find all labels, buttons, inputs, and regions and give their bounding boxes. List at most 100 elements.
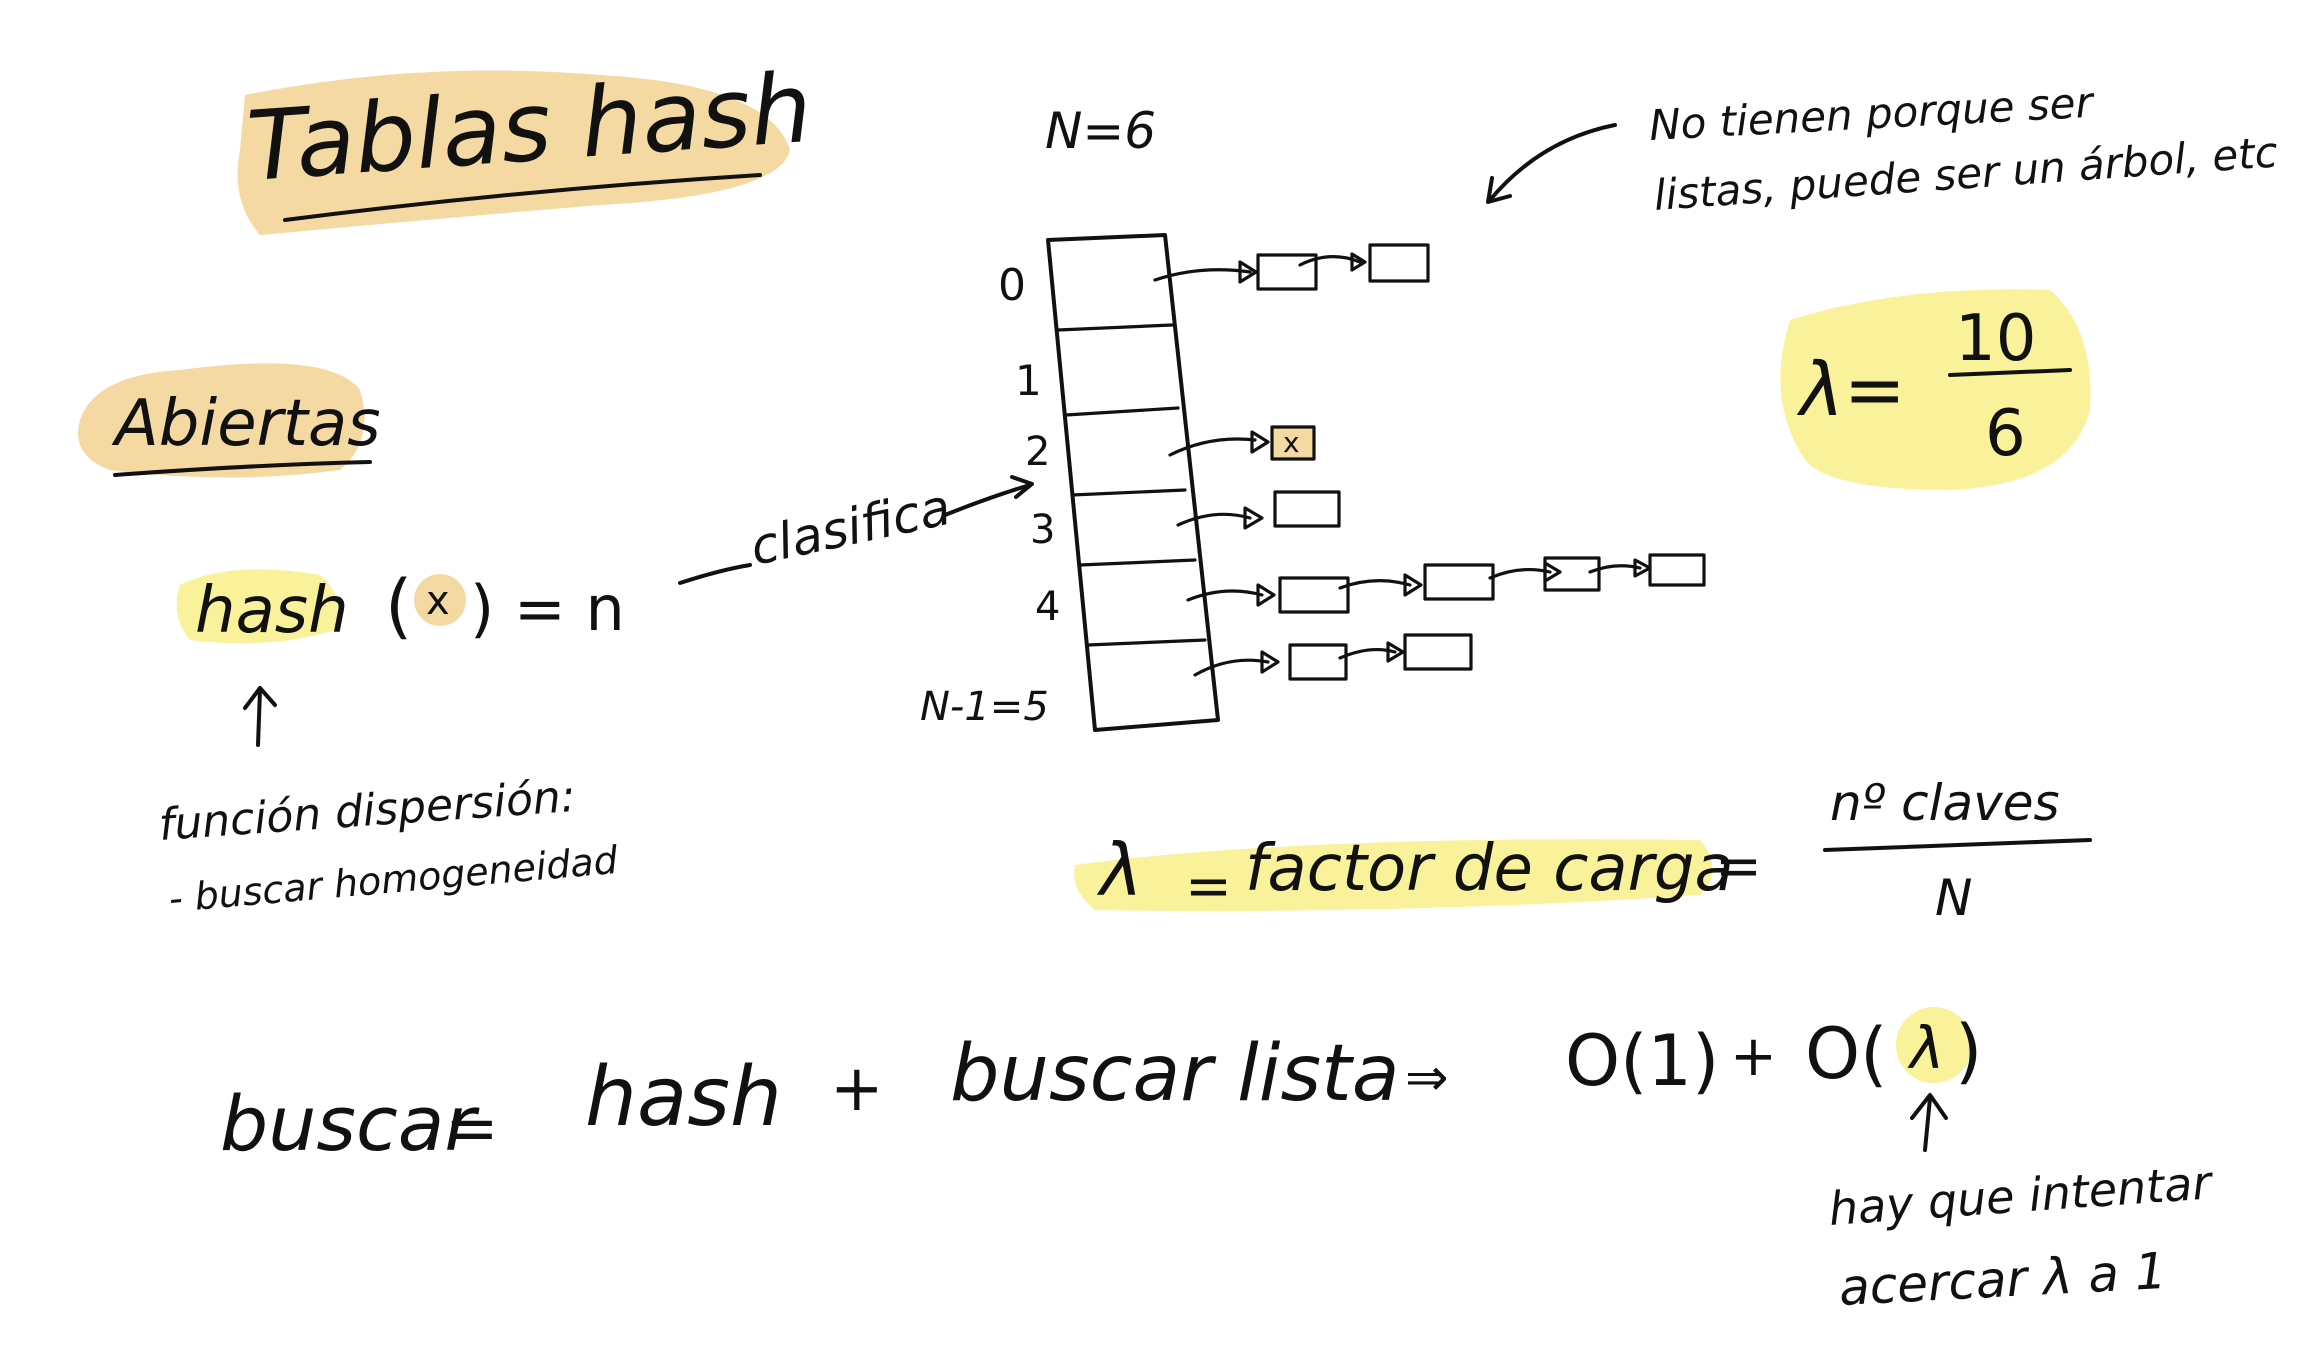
- hash-result: ) = n: [470, 572, 625, 645]
- search-equation: buscar = hash + buscar lista ⇒ O(1) + O(…: [220, 1010, 1982, 1168]
- title-underline: [283, 173, 762, 222]
- table-row-divider-2: [1064, 406, 1180, 417]
- hash-open-paren: (: [385, 565, 412, 647]
- lambda-value-denominator: 6: [1985, 397, 2026, 471]
- load-factor-denominator: N: [1935, 869, 1972, 927]
- bottom-note-line-1: hay que intentar: [1827, 1155, 2216, 1236]
- section-title: Abiertas: [111, 387, 381, 461]
- table-index-4: 4: [1035, 584, 1060, 630]
- top-note-arrow: [1488, 123, 1617, 202]
- hash-arg: x: [426, 578, 450, 624]
- table-row-divider-1: [1056, 323, 1174, 332]
- chain-arrow: [1338, 647, 1397, 660]
- search-o2-close: ): [1955, 1010, 1982, 1092]
- table-index-1: 1: [1015, 356, 1042, 405]
- load-factor-symbol: λ: [1096, 828, 1143, 912]
- classify-label: clasifica: [745, 478, 955, 577]
- search-term-list: buscar lista: [950, 1029, 1400, 1119]
- table-index-5: N-1=5: [920, 684, 1049, 730]
- hash-up-arrow: [243, 686, 277, 747]
- table-row-divider-5: [1086, 638, 1207, 647]
- highlighted-key-fill: [1272, 427, 1314, 459]
- search-plus: +: [830, 1052, 884, 1126]
- dispersion-line-2: - buscar homogeneidad: [167, 838, 620, 921]
- load-factor-highlight: [1074, 839, 1713, 911]
- x-arg-highlight: [414, 574, 466, 626]
- table-index-0: 0: [998, 260, 1026, 311]
- chain-node: [1368, 243, 1430, 283]
- hash-table: 0 1 2 3 4 N-1=5 x: [920, 233, 1706, 732]
- chain-arrowhead: [1238, 260, 1258, 284]
- chain-arrow: [1176, 512, 1252, 527]
- table-index-3: 3: [1030, 507, 1055, 553]
- chain-node: [1648, 553, 1706, 587]
- search-term-hash: hash: [585, 1050, 782, 1145]
- search-lhs: buscar: [220, 1079, 480, 1168]
- lambda-search-highlight: [1896, 1007, 1972, 1083]
- chain-arrowhead: [1256, 583, 1276, 607]
- top-note-line-1: No tienen porque ser: [1648, 78, 2097, 150]
- hash-word-highlight: [176, 569, 338, 644]
- table-index-2: 2: [1025, 429, 1050, 475]
- lambda-value-numerator: 10: [1955, 302, 2036, 376]
- section-group: Abiertas: [111, 387, 381, 477]
- search-plus2: +: [1730, 1024, 1777, 1089]
- chain-node: [1288, 643, 1348, 681]
- search-o2-lambda: λ: [1907, 1014, 1944, 1082]
- chain-node: [1273, 490, 1341, 528]
- chain-arrow: [1298, 255, 1362, 267]
- bottom-note-line-2: acercar λ a 1: [1838, 1242, 2168, 1317]
- chain-row-4: [1186, 553, 1706, 614]
- chain-arrowhead: [1250, 430, 1270, 454]
- search-eq: =: [445, 1092, 499, 1166]
- chain-arrowhead: [1260, 650, 1280, 674]
- table-outline: [1046, 233, 1220, 732]
- chain-arrowhead: [1403, 573, 1423, 597]
- title-group: Tablas hash: [244, 52, 815, 222]
- lambda-value-highlight: [1780, 289, 2091, 490]
- lambda-value-symbol: λ=: [1796, 347, 1906, 433]
- highlights: [78, 70, 2091, 1083]
- chain-node: [1403, 633, 1473, 671]
- load-factor-label: factor de carga: [1245, 832, 1734, 906]
- chain-arrow: [1168, 437, 1257, 457]
- table-row-divider-4: [1078, 558, 1197, 567]
- chain-node-highlighted: [1270, 425, 1316, 461]
- section-highlight: [78, 363, 365, 478]
- lambda-value: λ= 10 6: [1796, 302, 2072, 471]
- chain-row-3: [1176, 490, 1341, 530]
- hash-fn-label: hash: [195, 574, 349, 648]
- search-o1: O(1): [1565, 1020, 1719, 1102]
- chain-node: [1543, 556, 1601, 592]
- chain-node: [1256, 253, 1318, 291]
- table-size-label: N=6: [1045, 102, 1156, 160]
- dispersion-line-1: función dispersión:: [157, 771, 577, 851]
- chain-arrowhead: [1350, 252, 1367, 272]
- chain-arrow: [1338, 579, 1412, 590]
- dispersion-note: función dispersión: - buscar homogeneida…: [157, 771, 620, 921]
- chain-node: [1423, 563, 1495, 601]
- load-factor-eq2: =: [1715, 834, 1762, 899]
- hash-formula: hash ( x ) = n clasifica: [195, 475, 1034, 747]
- classify-arrowhead: [1010, 475, 1034, 499]
- chain-arrowhead: [1386, 641, 1405, 663]
- classify-arrow: [943, 483, 1032, 517]
- top-note-arrowhead: [1486, 176, 1512, 204]
- chain-arrowhead: [1243, 506, 1264, 530]
- chain-arrow: [1193, 658, 1270, 677]
- search-implies: ⇒: [1405, 1048, 1449, 1108]
- lambda-value-bar: [1948, 368, 2072, 377]
- table-row-divider-3: [1070, 488, 1187, 497]
- load-factor-eq: =: [1185, 854, 1232, 919]
- classify-line: [678, 563, 752, 585]
- top-note: No tienen porque ser listas, puede ser u…: [1486, 78, 2279, 220]
- load-factor-numerator: nº claves: [1830, 774, 2060, 832]
- load-factor: λ = factor de carga = nº claves N: [1096, 774, 2092, 927]
- bottom-note: hay que intentar acercar λ a 1: [1827, 1155, 2216, 1317]
- lambda-up-arrow: [1910, 1093, 1948, 1152]
- chain-node: [1278, 576, 1350, 614]
- search-o2-open: O(: [1805, 1013, 1887, 1095]
- load-factor-bar: [1823, 838, 2092, 852]
- title-highlight: [237, 70, 790, 235]
